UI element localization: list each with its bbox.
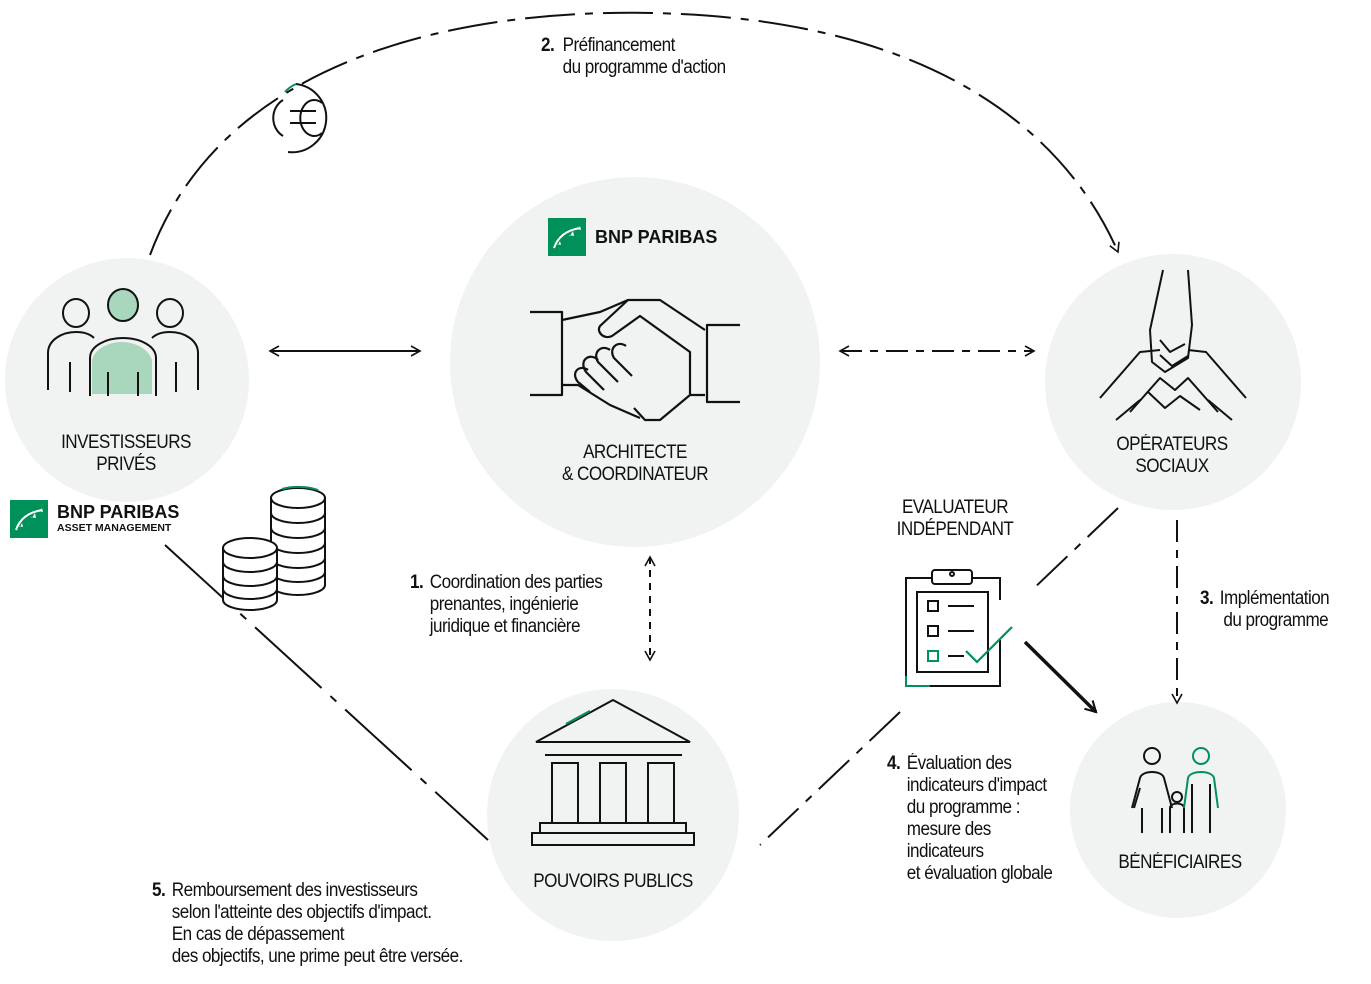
step-4-line: mesure des	[906, 819, 991, 840]
step-5-line: selon l'atteinte des objectifs d'impact.	[171, 902, 432, 923]
beneficiaries-circle	[1070, 702, 1286, 918]
beneficiaries-label: BÉNÉFICIAIRES	[1108, 852, 1252, 874]
architect-circle	[450, 177, 820, 547]
beneficiaries-label-line1: BÉNÉFICIAIRES	[1118, 852, 1242, 873]
architect-label-line1: ARCHITECTE	[583, 442, 687, 463]
step-2-number: 2.	[541, 35, 555, 56]
operators-label-line2: SOCIAUX	[1135, 456, 1209, 477]
bnp-stars-icon	[548, 218, 586, 256]
operators-circle	[1045, 254, 1301, 510]
evaluator-label: EVALUATEUR INDÉPENDANT	[888, 497, 1023, 541]
step-3-number: 3.	[1200, 588, 1214, 609]
step-4-number: 4.	[887, 753, 901, 774]
operators-label-line1: OPÉRATEURS	[1116, 434, 1228, 455]
public-label: POUVOIRS PUBLICS	[532, 871, 694, 893]
step-5-line: En cas de dépassement	[171, 924, 345, 945]
step-2-line: du programme d'action	[562, 57, 727, 78]
evaluation-public-link	[759, 711, 901, 846]
architect-label: ARCHITECTE & COORDINATEUR	[554, 442, 716, 486]
government-building-icon	[531, 698, 695, 846]
euro-coin-icon	[272, 83, 328, 154]
step-4-line: et évaluation globale	[906, 863, 1053, 884]
checklist-clipboard-icon	[905, 569, 1013, 687]
bnp-stars-icon	[10, 500, 48, 538]
family-icon	[1131, 747, 1219, 833]
operators-evaluator-link	[1029, 507, 1119, 593]
step-4-line: indicateurs	[906, 841, 984, 862]
bnp-am-sub-text: ASSET MANAGEMENT	[57, 522, 172, 534]
investors-label-line1: INVESTISSEURS	[61, 432, 191, 453]
step-1-line: prenantes, ingénierie	[429, 594, 579, 615]
coin-stack-icon	[222, 485, 326, 611]
step-5-line: des objectifs, une prime peut être versé…	[171, 946, 464, 967]
bnp-paribas-logo: BNP PARIBAS	[548, 218, 717, 256]
bnp-am-brand-text: BNP PARIBAS	[57, 502, 180, 522]
handshake-icon	[530, 298, 740, 422]
hands-together-icon	[1099, 269, 1247, 421]
investors-label: INVESTISSEURS PRIVÉS	[45, 432, 207, 476]
prefinancing-arc-arrow	[149, 11, 1120, 256]
step-5-line: Remboursement des investisseurs	[171, 880, 418, 901]
evaluator-label-line2: INDÉPENDANT	[896, 519, 1014, 540]
step-1-line: juridique et financière	[429, 616, 581, 637]
step-4-line: indicateurs d'impact	[906, 775, 1047, 796]
step-5-number: 5.	[152, 880, 166, 901]
public-circle	[487, 689, 739, 941]
step-3-line: du programme	[1223, 610, 1329, 631]
step-1-line: Coordination des parties	[429, 572, 603, 593]
investors-label-line2: PRIVÉS	[96, 454, 156, 475]
step-4-line: Évaluation des	[906, 753, 1012, 774]
bnp-brand-text: BNP PARIBAS	[595, 227, 718, 247]
step-2-line: Préfinancement	[562, 35, 676, 56]
repayment-link	[164, 544, 489, 841]
step-1-number: 1.	[410, 572, 424, 593]
public-label-line1: POUVOIRS PUBLICS	[533, 871, 693, 892]
evaluator-label-line1: EVALUATEUR	[901, 497, 1009, 518]
step-3-line: Implémentation	[1219, 588, 1330, 609]
people-group-icon	[47, 288, 199, 396]
architect-label-line2: & COORDINATEUR	[561, 464, 709, 485]
operators-label: OPÉRATEURS SOCIAUX	[1100, 434, 1244, 478]
step-4-line: du programme :	[906, 797, 1021, 818]
evaluator-beneficiaries-arrow	[1023, 640, 1098, 714]
bnp-am-logo: BNP PARIBAS ASSET MANAGEMENT	[10, 500, 179, 538]
